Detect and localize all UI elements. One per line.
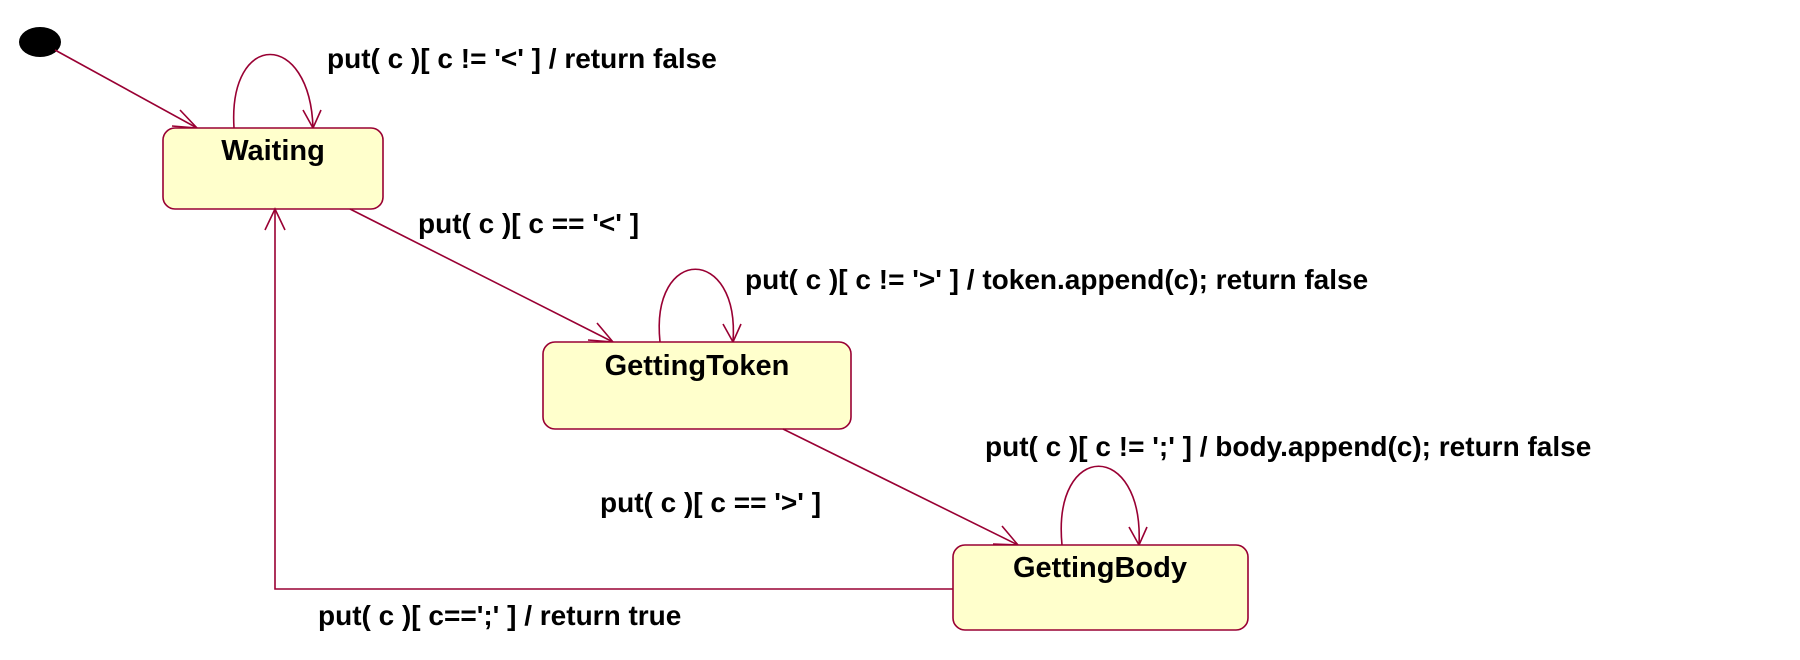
initial-transition-edge (54, 49, 198, 129)
initial-state-dot (19, 27, 61, 57)
body-self-loop-label: put( c )[ c != ';' ] / body.append(c); r… (985, 431, 1591, 462)
state-getting-token: GettingToken (542, 341, 852, 430)
waiting-to-token-edge (349, 208, 614, 343)
token-self-loop-label: put( c )[ c != '>' ] / token.append(c); … (745, 264, 1368, 295)
state-waiting-label: Waiting (221, 135, 325, 167)
state-waiting: Waiting (162, 127, 384, 210)
token-self-loop-arrowhead (722, 323, 742, 344)
waiting-self-loop-edge (233, 53, 314, 129)
token-to-body-edge (782, 428, 1019, 546)
waiting-to-token-label: put( c )[ c == '<' ] (418, 208, 639, 239)
state-getting-body: GettingBody (952, 544, 1249, 631)
token-to-body-arrowhead (992, 525, 1020, 546)
body-to-waiting-edge (274, 209, 953, 590)
waiting-self-loop-label: put( c )[ c != '<' ] / return false (327, 43, 717, 74)
token-to-body-label: put( c )[ c == '>' ] (600, 487, 821, 518)
body-to-waiting-arrowhead (264, 207, 286, 231)
body-self-loop-arrowhead (1128, 526, 1148, 547)
body-self-loop-edge (1060, 465, 1140, 546)
state-getting-token-label: GettingToken (605, 350, 790, 382)
token-self-loop-edge (658, 268, 735, 343)
body-to-waiting-label: put( c )[ c==';' ] / return true (318, 600, 681, 631)
state-getting-body-label: GettingBody (1013, 552, 1187, 584)
waiting-to-token-arrowhead (587, 322, 615, 343)
